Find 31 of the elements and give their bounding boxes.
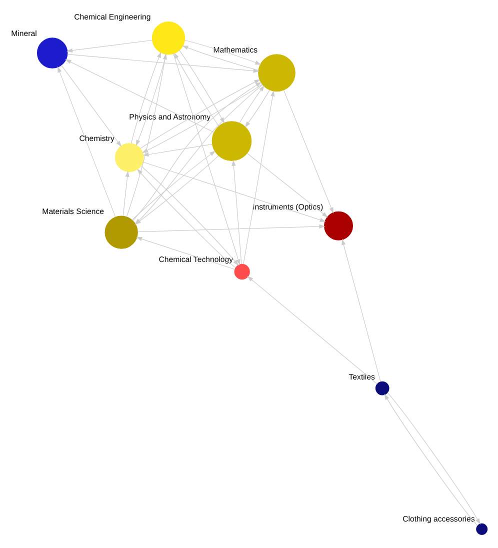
arrow xyxy=(142,162,326,222)
arrow xyxy=(130,52,162,144)
node-circle xyxy=(152,22,186,55)
arrow xyxy=(247,276,378,384)
arrow xyxy=(66,40,152,53)
arrow xyxy=(136,236,236,270)
arrow xyxy=(142,144,213,157)
arrow xyxy=(342,238,381,382)
arrow xyxy=(173,54,240,266)
arrow xyxy=(244,90,270,128)
arrow xyxy=(179,50,225,124)
node-circle xyxy=(114,143,144,172)
arrow xyxy=(61,64,122,147)
arrow xyxy=(184,40,262,65)
arrow xyxy=(239,85,264,124)
arrow xyxy=(182,46,259,71)
arrow xyxy=(122,170,130,216)
node-circle xyxy=(476,523,488,535)
arrow xyxy=(65,59,214,133)
arrow xyxy=(283,90,334,214)
node-circle xyxy=(104,216,138,249)
arrow xyxy=(246,153,328,218)
arrow xyxy=(243,90,275,264)
arrow xyxy=(58,66,116,218)
node-circle xyxy=(234,264,250,280)
arrow xyxy=(232,160,242,264)
node-circle xyxy=(324,211,353,240)
node-circle xyxy=(36,38,68,68)
arrow xyxy=(174,52,220,126)
node-circle xyxy=(375,381,390,396)
arrow xyxy=(137,224,326,232)
